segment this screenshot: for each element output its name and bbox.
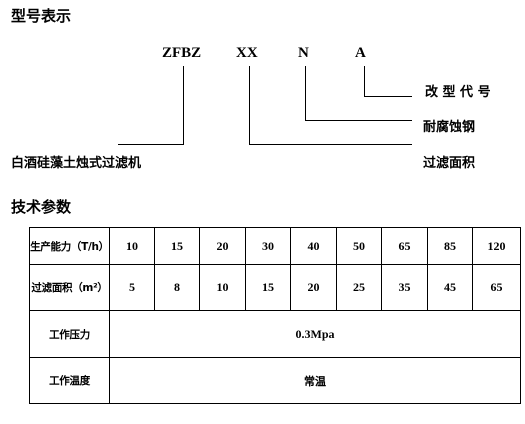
- table-cell: 65: [381, 227, 428, 265]
- callout-corrosion-resistant-steel: 耐腐蚀钢: [423, 120, 476, 135]
- working-temperature-value: 常温: [109, 357, 521, 404]
- table-cell: 8: [154, 264, 200, 311]
- table-cell: 30: [245, 227, 291, 265]
- model-code-series: ZFBZ: [162, 45, 202, 61]
- callout-line-area-vertical: [249, 66, 250, 144]
- table-cell: 20: [290, 264, 337, 311]
- callout-line-material-horizontal: [305, 120, 412, 121]
- table-cell: 10: [109, 227, 155, 265]
- spec-title: 技术参数: [11, 198, 72, 216]
- callout-revision-code: 改 型 代 号: [425, 85, 491, 100]
- table-cell: 65: [472, 264, 521, 311]
- row-label-working-pressure: 工作压力: [29, 310, 110, 358]
- model-code-material: N: [298, 45, 309, 61]
- working-pressure-value: 0.3Mpa: [109, 310, 521, 358]
- table-row-working-pressure: 工作压力 0.3Mpa: [29, 310, 521, 358]
- table-cell: 15: [154, 227, 200, 265]
- callout-line-revision-horizontal: [364, 96, 412, 97]
- callout-product-name: 白酒硅藻土烛式过滤机: [11, 156, 142, 171]
- model-title: 型号表示: [11, 7, 72, 25]
- callout-line-revision-vertical: [364, 66, 365, 96]
- table-cell: 25: [336, 264, 382, 311]
- table-cell: 15: [245, 264, 291, 311]
- table-cell: 35: [381, 264, 428, 311]
- table-cell: 40: [290, 227, 337, 265]
- table-row-working-temperature: 工作温度 常温: [29, 357, 521, 404]
- table-cell: 45: [427, 264, 473, 311]
- row-label-working-temperature: 工作温度: [29, 357, 110, 404]
- model-code-revision: A: [355, 45, 366, 61]
- table-cell: 5: [109, 264, 155, 311]
- callout-line-area-horizontal: [249, 144, 412, 145]
- table-cell: 20: [199, 227, 246, 265]
- spec-table: 生产能力（T/h） 10 15 20 30 40 50 65 85 120 过滤…: [29, 227, 521, 404]
- model-code-area: XX: [236, 45, 258, 61]
- callout-filter-area: 过滤面积: [423, 156, 476, 171]
- callout-line-series-vertical: [183, 66, 184, 144]
- row-label-filter-area: 过滤面积（m²）: [29, 264, 110, 311]
- row-label-capacity: 生产能力（T/h）: [29, 227, 110, 265]
- table-cell: 10: [199, 264, 246, 311]
- table-cell: 85: [427, 227, 473, 265]
- callout-line-series-horizontal: [118, 144, 184, 145]
- table-cell: 50: [336, 227, 382, 265]
- table-row-capacity: 生产能力（T/h） 10 15 20 30 40 50 65 85 120: [29, 227, 521, 265]
- callout-line-material-vertical: [305, 66, 306, 120]
- table-cell: 120: [472, 227, 521, 265]
- table-row-filter-area: 过滤面积（m²） 5 8 10 15 20 25 35 45 65: [29, 264, 521, 311]
